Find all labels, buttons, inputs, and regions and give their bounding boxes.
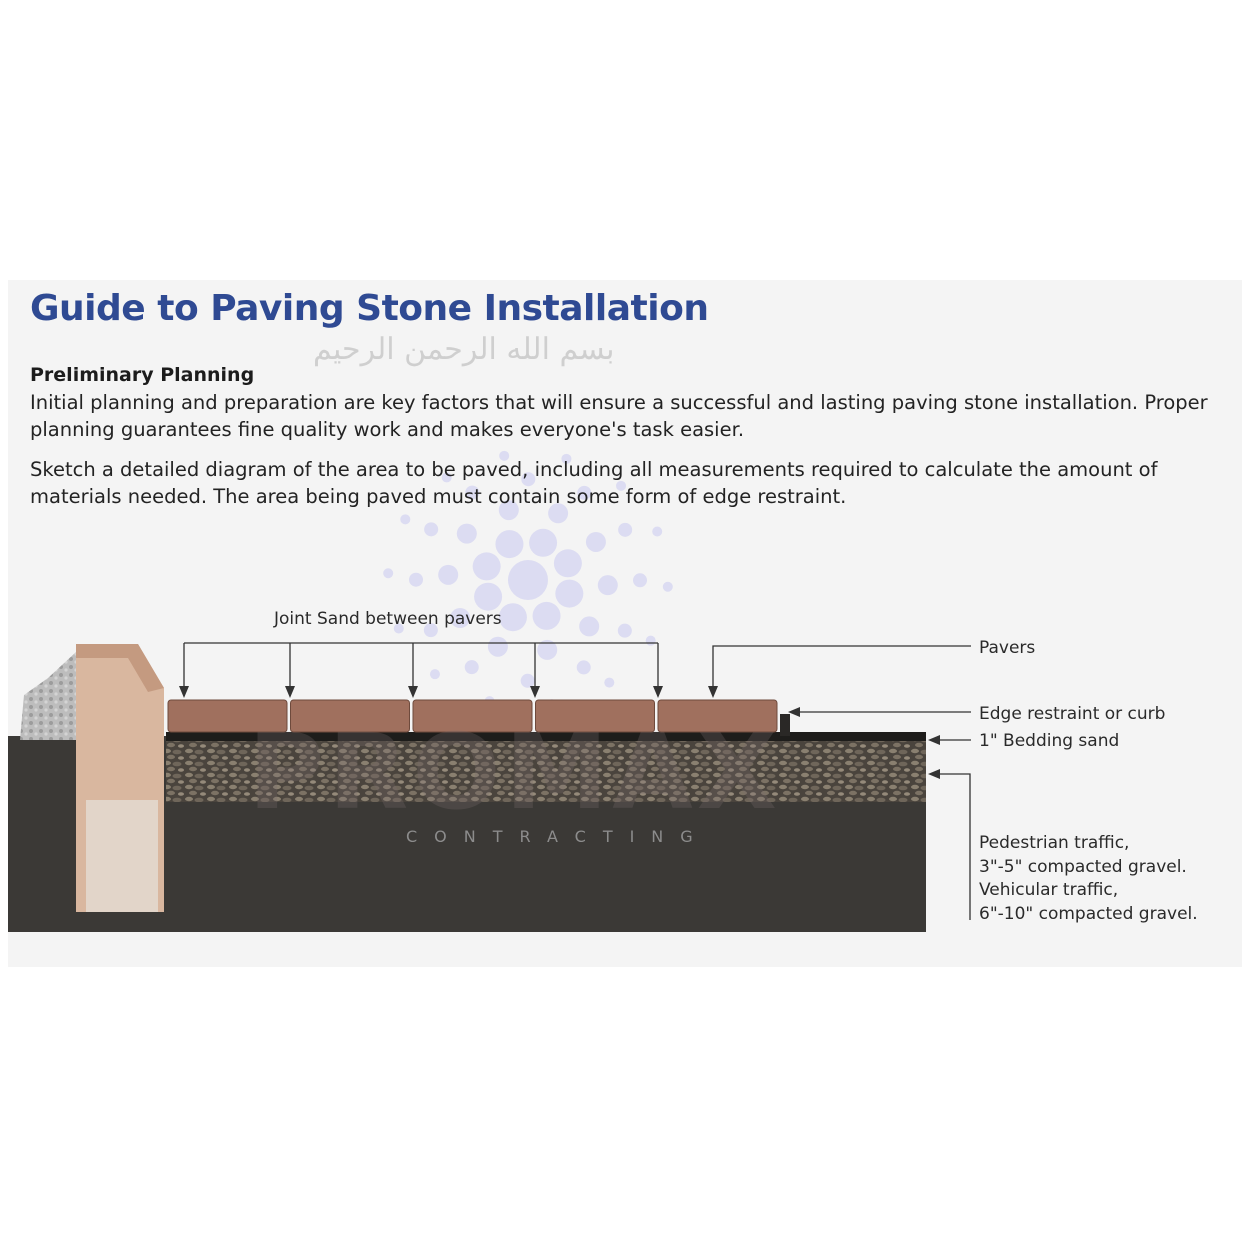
watermark-dot	[662, 581, 673, 592]
watermark-dot	[561, 453, 572, 464]
label-gravel-2: 3"-5" compacted gravel.	[979, 857, 1187, 877]
paver-2	[290, 699, 410, 733]
paver-4	[535, 699, 655, 733]
installation-diagram: PROMAX CONTRACTING Joint Sand between pa…	[8, 450, 1198, 932]
paragraph-planning: Initial planning and preparation are key…	[30, 391, 1208, 441]
watermark-dot	[597, 575, 618, 596]
watermark-dot	[400, 514, 411, 525]
watermark-dot	[532, 601, 561, 630]
watermark-dot	[450, 608, 471, 629]
watermark-dot	[393, 623, 404, 634]
watermark-dot	[499, 450, 510, 461]
watermark-dot	[429, 669, 440, 680]
watermark-dot	[383, 568, 394, 579]
paver-3	[412, 699, 533, 733]
pavers-row	[167, 699, 778, 733]
watermark-dot	[577, 485, 592, 500]
watermark-arabic-text: بسم الله الرحمن الرحيم	[313, 332, 615, 367]
guide-card: PROMAX CONTRACTING Joint Sand between pa…	[8, 280, 1242, 967]
watermark-logo-text: PROMAX	[248, 711, 781, 833]
watermark-dot	[424, 522, 439, 537]
section-heading: Preliminary Planning	[30, 364, 255, 386]
joint-sand-leaders	[183, 642, 659, 688]
watermark-dot	[604, 677, 615, 688]
watermark-dot	[652, 526, 663, 537]
joint-sand-arrowheads	[179, 686, 663, 698]
label-gravel-3: Vehicular traffic,	[979, 880, 1118, 900]
watermark-dot	[616, 480, 627, 491]
bedding-sand-layer	[166, 732, 926, 741]
watermark-dot	[521, 472, 536, 487]
label-pavers: Pavers	[979, 638, 1035, 658]
watermark-dot	[585, 531, 606, 552]
watermark-dot	[632, 573, 647, 588]
label-joint-sand: Joint Sand between pavers	[273, 609, 502, 629]
watermark-dots	[383, 450, 673, 710]
watermark-dot	[553, 549, 582, 578]
label-edge-restraint: Edge restraint or curb	[979, 704, 1165, 724]
gravel-base	[166, 740, 926, 802]
edge-restraint	[780, 714, 790, 736]
watermark-dot	[456, 523, 477, 544]
page-title: Guide to Paving Stone Installation	[30, 288, 709, 329]
paver-5	[657, 699, 778, 733]
watermark-dot	[537, 639, 558, 660]
stone-pile	[20, 652, 78, 740]
watermark-dot	[438, 564, 459, 585]
watermark-dot	[617, 623, 632, 638]
watermark-dot	[498, 500, 519, 521]
watermark-dot	[441, 472, 452, 483]
label-bedding-sand: 1" Bedding sand	[979, 731, 1119, 751]
watermark-dot	[579, 616, 600, 637]
watermark-dot	[618, 522, 633, 537]
watermark-dot	[409, 572, 424, 587]
watermark-dot	[464, 660, 479, 675]
watermark-dot	[487, 636, 508, 657]
paver-1	[167, 699, 288, 733]
watermark-dot	[529, 528, 558, 557]
watermark-dot	[520, 673, 535, 688]
watermark-dot	[548, 503, 569, 524]
watermark-dot	[472, 552, 501, 581]
paragraph-sketch: Sketch a detailed diagram of the area to…	[30, 458, 1158, 508]
watermark-dot	[555, 579, 584, 608]
watermark-dot	[645, 635, 656, 646]
pavers-leader	[712, 645, 971, 688]
watermark-dot	[423, 623, 438, 638]
watermark-dot	[576, 660, 591, 675]
watermark-dot	[508, 560, 548, 600]
label-gravel-1: Pedestrian traffic,	[979, 833, 1129, 853]
watermark-dot	[495, 530, 524, 559]
watermark-logo-tagline: CONTRACTING	[406, 827, 710, 846]
watermark-dot	[498, 603, 527, 632]
watermark-dot	[474, 582, 503, 611]
watermark-dot	[465, 485, 480, 500]
label-gravel-4: 6"-10" compacted gravel.	[979, 904, 1198, 924]
